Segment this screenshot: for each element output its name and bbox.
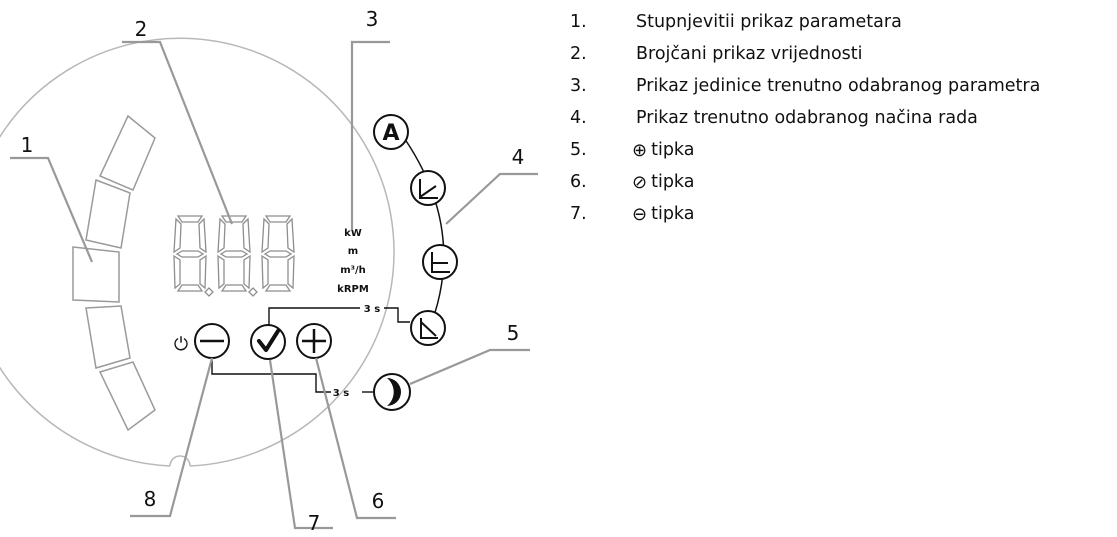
unit-krpm: kRPM xyxy=(337,284,369,295)
callout-5-line xyxy=(409,348,530,386)
callout-8-line xyxy=(130,357,214,518)
power-icon: ⏻ xyxy=(174,334,188,355)
legend-item: 1. Stupnjevitii prikaz parametara xyxy=(570,6,1117,38)
callout-5: 5 xyxy=(507,321,520,345)
legend-text: tipka xyxy=(651,140,695,160)
callout-7-line xyxy=(268,359,333,530)
callout-4-line xyxy=(445,172,538,225)
legend-number: 5. xyxy=(570,140,587,160)
legend-number: 7. xyxy=(570,204,587,224)
callout-6: 6 xyxy=(372,489,385,513)
legend-number: 2. xyxy=(570,44,587,64)
hold-label-top: 3 s xyxy=(364,304,380,315)
bar-segment-5 xyxy=(98,361,156,432)
legend-item: 2. Brojčani prikaz vrijednosti xyxy=(570,38,1117,70)
hold-label-bottom: 3 s xyxy=(333,388,349,399)
legend-item: 3. Prikaz jedinice trenutno odabranog par… xyxy=(570,70,1117,102)
mode-proportional-pressure-icon xyxy=(410,170,446,206)
check-circle-icon: ⊘ xyxy=(632,171,648,193)
legend-number: 4. xyxy=(570,108,587,128)
digit-3 xyxy=(261,215,295,292)
callout-2: 2 xyxy=(135,17,148,41)
callout-3: 3 xyxy=(366,7,379,31)
legend-text: Brojčani prikaz vrijednosti xyxy=(636,44,863,64)
legend-number: 1. xyxy=(570,12,587,32)
bar-graph xyxy=(72,114,156,432)
callout-1-line xyxy=(10,156,94,263)
legend-text: Stupnjevitii prikaz parametara xyxy=(636,12,902,32)
legend-text: Prikaz trenutno odabranog načina rada xyxy=(636,108,978,128)
legend-text: Prikaz jedinice trenutno odabranog param… xyxy=(636,76,1041,96)
bar-segment-1 xyxy=(98,114,156,191)
legend-number: 6. xyxy=(570,172,587,192)
legend-text: tipka xyxy=(651,204,695,224)
legend-item: 5. ⊕tipka xyxy=(570,134,1117,166)
unit-kw: kW xyxy=(344,228,362,239)
callout-4: 4 xyxy=(512,145,525,169)
minus-circle-icon: ⊖ xyxy=(632,203,648,225)
bar-segment-3 xyxy=(72,246,120,303)
minus-button[interactable] xyxy=(194,323,230,359)
digit-2 xyxy=(217,215,258,297)
night-mode-button[interactable] xyxy=(373,373,411,411)
callout-7: 7 xyxy=(308,511,321,535)
digit-1 xyxy=(173,215,214,297)
unit-m: m xyxy=(348,246,358,257)
callout-8: 8 xyxy=(144,487,157,511)
callout-1: 1 xyxy=(21,133,34,157)
housing-outline xyxy=(0,37,395,467)
mode-auto-label: A xyxy=(382,121,399,146)
plus-circle-icon: ⊕ xyxy=(632,139,648,161)
mode-auto-indicator: A xyxy=(373,114,409,150)
mode-constant-curve-icon xyxy=(410,310,446,346)
callout-lines xyxy=(10,40,538,530)
mode-constant-pressure-icon xyxy=(422,244,458,280)
check-button[interactable] xyxy=(250,324,286,360)
legend-item: 6. ⊘tipka xyxy=(570,166,1117,198)
digit-display xyxy=(173,215,295,297)
legend-item: 4. Prikaz trenutno odabranog načina rada xyxy=(570,102,1117,134)
callout-6-line xyxy=(314,357,396,520)
unit-m3h: m³/h xyxy=(340,265,366,276)
legend-number: 3. xyxy=(570,76,587,96)
control-panel-diagram: kW m m³/h kRPM A 3 s 3 s ⏻ xyxy=(0,7,538,535)
bar-segment-2 xyxy=(85,178,131,249)
legend-list: 1. Stupnjevitii prikaz parametara 2. Brojč… xyxy=(570,6,1117,230)
housing-notch xyxy=(169,455,191,467)
callout-2-line xyxy=(122,40,234,225)
bar-segment-4 xyxy=(85,305,131,369)
callout-3-line xyxy=(350,40,390,230)
legend-item: 7. ⊖tipka xyxy=(570,198,1117,230)
legend-text: tipka xyxy=(651,172,695,192)
mode-arc xyxy=(399,131,445,333)
plus-button[interactable] xyxy=(296,323,332,359)
